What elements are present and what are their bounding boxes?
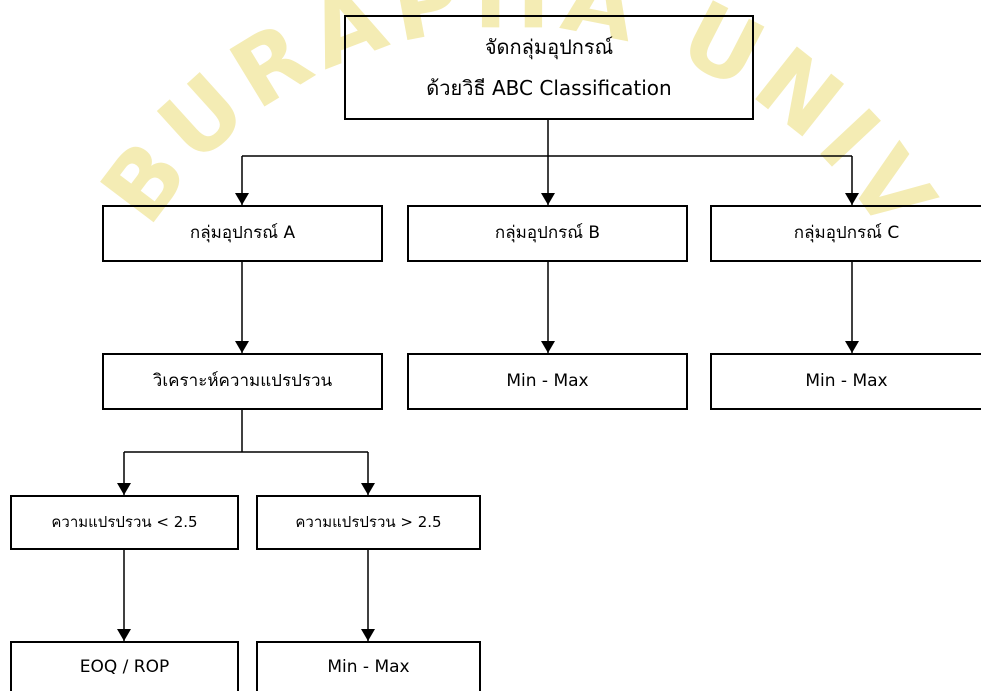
eoq-rop-node: EOQ / ROP	[10, 641, 239, 691]
group-c-label: กลุ่มอุปกรณ์ C	[793, 223, 900, 244]
eoq-rop-label: EOQ / ROP	[79, 656, 170, 677]
group-c-node: กลุ่มอุปกรณ์ C	[710, 205, 981, 262]
high-variance-minmax-node: Min - Max	[256, 641, 481, 691]
root-title-line1: จัดกลุ่มอุปกรณ์	[484, 34, 614, 59]
group-c-minmax-label: Min - Max	[805, 371, 888, 392]
group-b-minmax-node: Min - Max	[407, 353, 688, 410]
high-variance-minmax-label: Min - Max	[327, 656, 410, 677]
variance-analysis-node: วิเคราะห์ความแปรปรวน	[102, 353, 383, 410]
root-title-line2: ด้วยวิธี ABC Classification	[426, 75, 672, 100]
group-c-minmax-node: Min - Max	[710, 353, 981, 410]
group-b-minmax-label: Min - Max	[506, 371, 589, 392]
group-b-node: กลุ่มอุปกรณ์ B	[407, 205, 688, 262]
high-variance-node: ความแปรปรวน > 2.5	[256, 495, 481, 550]
variance-analysis-label: วิเคราะห์ความแปรปรวน	[152, 371, 333, 392]
low-variance-node: ความแปรปรวน < 2.5	[10, 495, 239, 550]
root-node: จัดกลุ่มอุปกรณ์ ด้วยวิธี ABC Classificat…	[344, 15, 754, 120]
high-variance-label: ความแปรปรวน > 2.5	[295, 512, 442, 531]
group-a-label: กลุ่มอุปกรณ์ A	[189, 223, 296, 244]
group-a-node: กลุ่มอุปกรณ์ A	[102, 205, 383, 262]
group-b-label: กลุ่มอุปกรณ์ B	[494, 223, 601, 244]
low-variance-label: ความแปรปรวน < 2.5	[51, 512, 198, 531]
